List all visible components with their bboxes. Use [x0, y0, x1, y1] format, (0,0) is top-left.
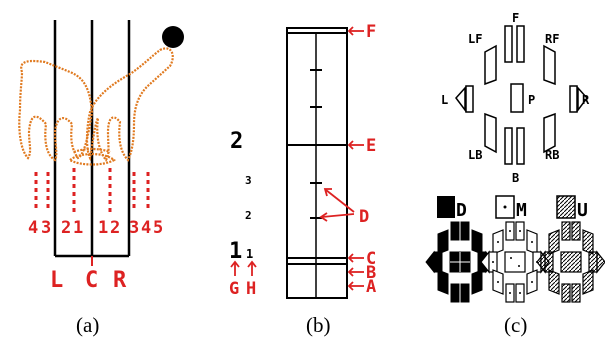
shape-l-bar — [465, 85, 474, 113]
pos-label-l: L — [441, 93, 448, 107]
shape-front-left — [504, 25, 513, 63]
number-1-small: 1 — [246, 247, 253, 261]
number-1-large: 1 — [229, 239, 242, 264]
pos-label-lf: LF — [468, 32, 482, 46]
number-2-small: 2 — [245, 209, 252, 222]
label-b: B — [366, 263, 376, 283]
caption-b: (b) — [306, 313, 331, 337]
shape-rf — [543, 44, 556, 86]
caption-a: (a) — [76, 313, 99, 337]
label-e: E — [366, 136, 376, 156]
bottom-labels: G H — [229, 279, 256, 299]
ball-icon — [162, 26, 184, 48]
pos-label-f: F — [512, 11, 519, 25]
lane-number: 4 — [28, 218, 38, 238]
pos-label-rf: RF — [545, 32, 559, 46]
arm-pose-figures — [18, 47, 174, 166]
track-box — [286, 27, 348, 299]
legend-swatch-solid — [437, 196, 455, 218]
lane-numbers: 4 3 2 1 1 2 3 4 5 — [28, 218, 163, 238]
legend-label-u: U — [577, 200, 588, 221]
pos-label-p: P — [528, 93, 535, 107]
shape-lf — [484, 44, 497, 86]
left-numbers: 2 3 2 1 1 — [229, 129, 253, 264]
shape-back-right — [516, 127, 525, 165]
shape-l-arrow — [455, 86, 466, 113]
label-h: H — [246, 279, 256, 299]
lane-letter-r: R — [113, 268, 127, 293]
caption-c: (c) — [504, 313, 527, 337]
label-c: C — [366, 249, 376, 269]
shape-rb — [543, 112, 556, 154]
arrow-labels: F E D C B A — [359, 22, 376, 297]
legend: D M U — [437, 195, 588, 221]
shape-r-arrow — [577, 86, 588, 113]
panel-b: F E D C B A 2 3 2 1 1 G H (b) — [229, 22, 376, 337]
position-layout — [455, 25, 588, 165]
label-g: G — [229, 279, 239, 299]
lane-letter-c: C — [85, 268, 98, 293]
shape-front-right — [516, 25, 525, 63]
label-a: A — [366, 277, 376, 297]
lane-number: 1 — [98, 218, 108, 238]
pos-label-rb: RB — [545, 148, 559, 162]
legend-label-m: M — [516, 200, 527, 221]
label-f: F — [366, 22, 376, 42]
lane-number: 1 — [73, 218, 83, 238]
shape-p — [510, 83, 524, 113]
label-d: D — [359, 207, 369, 227]
position-labels: F LF RF L P R LB RB B — [441, 11, 590, 185]
shape-lb — [484, 112, 497, 154]
pos-label-lb: LB — [468, 148, 482, 162]
lane-number: 3 — [129, 218, 139, 238]
lane-number: 4 — [141, 218, 151, 238]
pattern-hatched — [536, 221, 605, 303]
lane-letter-l: L — [50, 268, 63, 293]
number-2-large: 2 — [230, 129, 243, 154]
up-arrows — [230, 260, 257, 276]
lane-number: 2 — [61, 218, 71, 238]
track-ticks — [310, 69, 322, 219]
panel-a: 4 3 2 1 1 2 3 4 5 L C R (a) — [18, 20, 184, 337]
legend-swatch-hatched — [556, 195, 576, 219]
shape-r-bar — [569, 85, 578, 113]
lane-number: 5 — [153, 218, 163, 238]
right-arrows — [319, 26, 364, 291]
legend-label-d: D — [456, 200, 467, 221]
lane-number: 2 — [110, 218, 120, 238]
number-3-small: 3 — [245, 174, 252, 187]
lane-letters: L C R — [50, 268, 127, 293]
panel-c: F LF RF L P R LB RB B — [425, 11, 605, 337]
pos-label-b: B — [512, 171, 519, 185]
shape-back-left — [504, 127, 513, 165]
lane-number: 3 — [41, 218, 51, 238]
lane-markers — [34, 168, 150, 212]
